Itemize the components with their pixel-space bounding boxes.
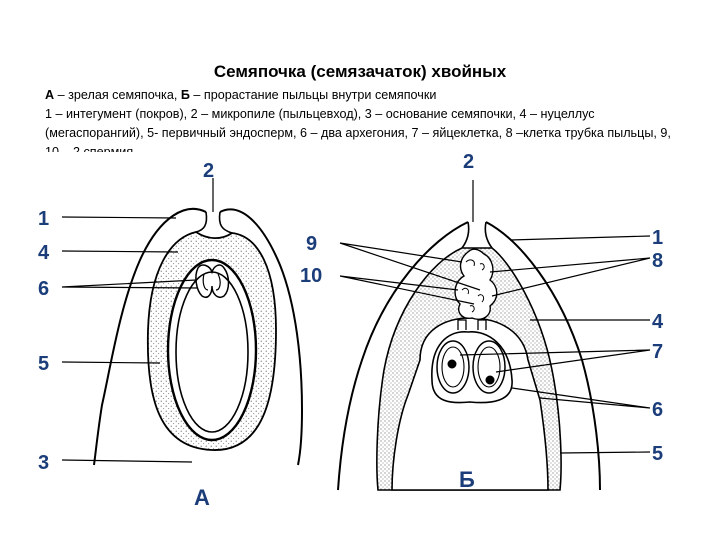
a-label-5: 5 bbox=[38, 353, 49, 375]
legend-clip: А – зрелая семяпочка, Б – прорастание пы… bbox=[45, 86, 685, 152]
a-endosperm bbox=[166, 258, 258, 442]
legend-text-b: – прорастание пыльцы внутри семяпочки bbox=[189, 88, 437, 102]
b-leaders bbox=[339, 180, 651, 454]
a-micropyle bbox=[195, 211, 233, 234]
a-archegonia bbox=[195, 264, 230, 298]
a-integument-left bbox=[93, 207, 207, 466]
panel-b-drawing bbox=[337, 180, 651, 491]
a-label-1: 1 bbox=[38, 208, 49, 230]
b-pollen-grains bbox=[461, 259, 485, 313]
a-integument-right bbox=[219, 208, 304, 466]
b-label-2: 2 bbox=[463, 151, 474, 173]
b-label-1: 1 bbox=[652, 227, 663, 249]
panel-a-labels: 2 1 4 6 5 3 А bbox=[38, 160, 214, 510]
b-archegonium-right-inner bbox=[477, 346, 501, 388]
a-archegonia-inner bbox=[202, 273, 221, 291]
b-label-5: 5 bbox=[652, 443, 663, 465]
panel-b-labels: 2 1 9 10 8 4 7 6 5 Б bbox=[300, 151, 664, 492]
legend-text-a: – зрелая семяпочка, bbox=[54, 88, 181, 102]
a-label-6: 6 bbox=[38, 278, 49, 300]
a-label-2: 2 bbox=[203, 160, 214, 182]
b-neck-cells bbox=[457, 319, 487, 330]
b-caption: Б bbox=[459, 467, 475, 492]
a-caption: А bbox=[194, 485, 210, 510]
b-label-6: 6 bbox=[652, 399, 663, 421]
b-micropyle bbox=[461, 221, 493, 249]
b-archegonia-outer bbox=[431, 331, 513, 404]
a-leaders bbox=[61, 178, 214, 463]
b-label-9: 9 bbox=[306, 233, 317, 255]
legend-items: 1 – интегумент (покров), 2 – микропиле (… bbox=[45, 107, 671, 152]
page-title: Семяпочка (семязачаток) хвойных bbox=[213, 62, 507, 81]
a-label-4: 4 bbox=[38, 242, 50, 264]
legend: А – зрелая семяпочка, Б – прорастание пы… bbox=[45, 86, 685, 152]
b-archegonium-right bbox=[472, 340, 506, 394]
b-label-4: 4 bbox=[652, 311, 664, 333]
b-egg-right bbox=[485, 375, 495, 385]
b-archegonium-left-inner bbox=[441, 346, 465, 388]
panel-a-drawing bbox=[61, 178, 304, 466]
b-archegonium-left bbox=[436, 340, 470, 394]
b-egg-left bbox=[447, 359, 457, 369]
legend-line-ab: А – зрелая семяпочка, Б – прорастание пы… bbox=[45, 86, 685, 105]
b-integument-left bbox=[337, 221, 469, 491]
b-label-7: 7 bbox=[652, 341, 663, 363]
b-label-8: 8 bbox=[652, 250, 663, 272]
a-label-3: 3 bbox=[38, 452, 49, 474]
legend-key-a: А bbox=[45, 88, 55, 102]
b-label-10: 10 bbox=[300, 265, 322, 287]
legend-key-b: Б bbox=[180, 88, 190, 102]
